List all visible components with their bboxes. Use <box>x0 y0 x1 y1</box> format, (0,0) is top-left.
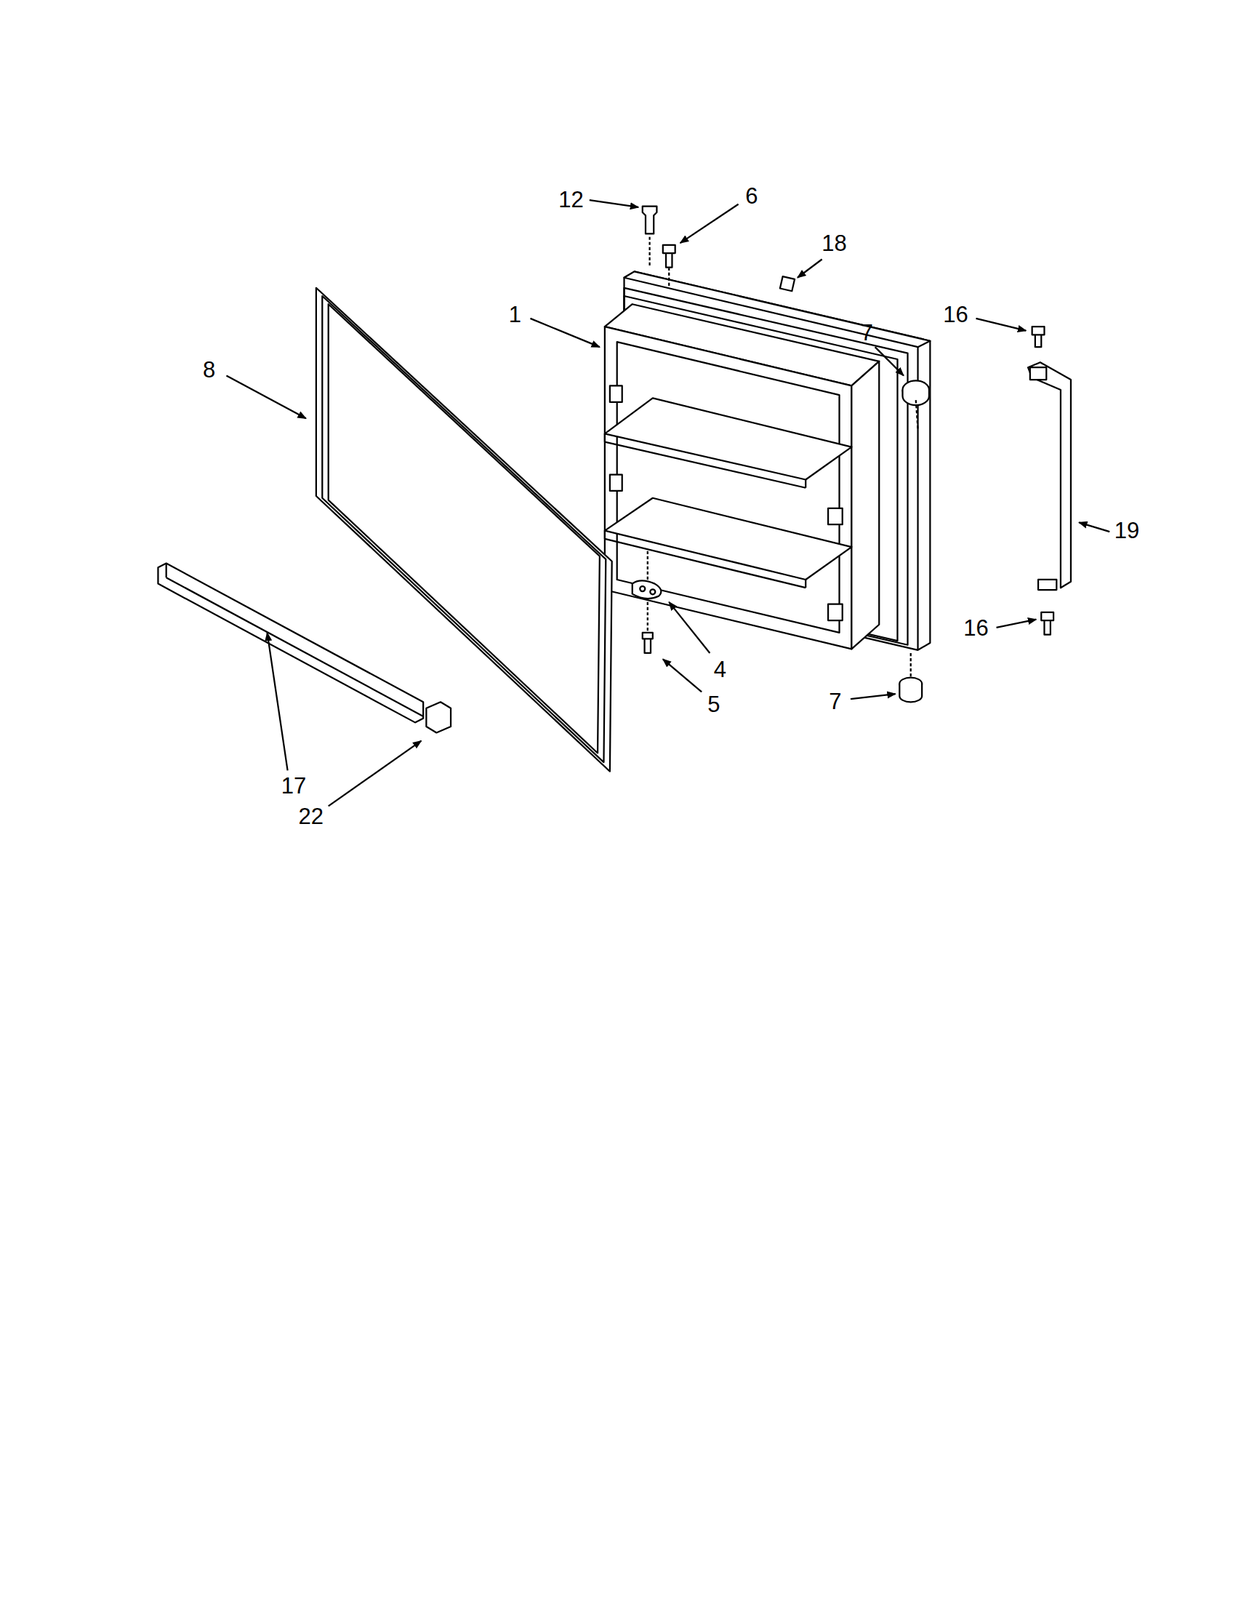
callout-number: 18 <box>821 231 847 254</box>
callout-number: 17 <box>281 774 307 797</box>
callout-number: 8 <box>202 357 216 381</box>
callout-number: 16 <box>942 303 968 326</box>
callout-number: 22 <box>298 804 324 828</box>
callout-number: 16 <box>963 615 988 639</box>
callout-number: 12 <box>558 187 584 211</box>
callout-number: 1 <box>508 303 522 326</box>
callout-number: 7 <box>860 321 874 344</box>
callout-number: 6 <box>745 184 758 208</box>
callout-number: 19 <box>1114 519 1140 542</box>
callout-number: 4 <box>713 657 727 681</box>
callout-number: 7 <box>828 689 842 712</box>
callout-number: 5 <box>707 692 720 715</box>
